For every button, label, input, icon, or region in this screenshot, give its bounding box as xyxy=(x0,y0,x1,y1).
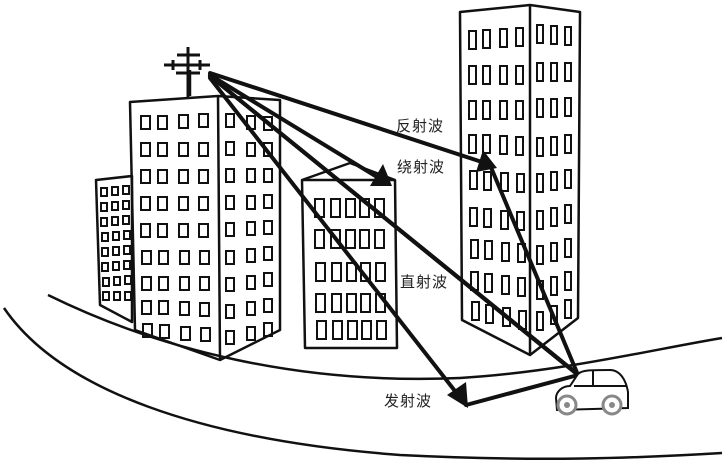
label-transmitted-wave: 发射波 xyxy=(384,392,433,410)
arrowhead-transmitted xyxy=(447,382,468,408)
ray-direct-2 xyxy=(213,78,577,374)
ray-transmitted xyxy=(208,76,464,402)
windows xyxy=(100,24,572,345)
ray-diffracted xyxy=(208,73,384,182)
building-left-small xyxy=(94,174,134,324)
building-right-tower xyxy=(458,3,582,357)
road-outer-edge xyxy=(2,307,723,461)
ray-ground-bounce xyxy=(464,373,580,407)
antenna-icon xyxy=(164,47,210,98)
label-diffracted-wave: 绕射波 xyxy=(397,158,446,176)
label-direct-wave: 直射波 xyxy=(400,273,449,291)
label-reflected-wave: 反射波 xyxy=(396,117,445,135)
arrowhead-diffracted xyxy=(370,164,392,186)
ray-reflected-incident xyxy=(208,71,487,165)
ray-reflected-bounce xyxy=(488,163,580,377)
arrowhead-reflected xyxy=(476,150,497,172)
car-icon xyxy=(554,368,629,416)
